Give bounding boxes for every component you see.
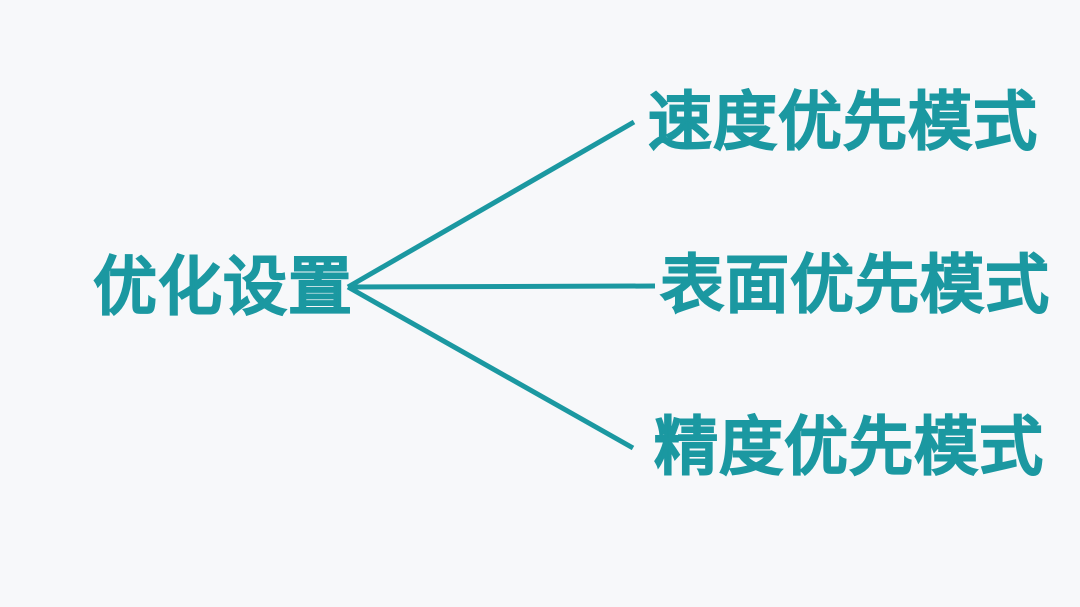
root-node-label: 优化设置 xyxy=(93,251,353,323)
connector-line-precision xyxy=(346,284,635,451)
branch-label-surface: 表面优先模式 xyxy=(660,249,1050,321)
connector-line-surface xyxy=(347,283,656,290)
branch-label-speed: 速度优先模式 xyxy=(648,86,1038,158)
branch-label-precision: 精度优先模式 xyxy=(654,411,1044,483)
connector-line-speed xyxy=(346,119,636,290)
